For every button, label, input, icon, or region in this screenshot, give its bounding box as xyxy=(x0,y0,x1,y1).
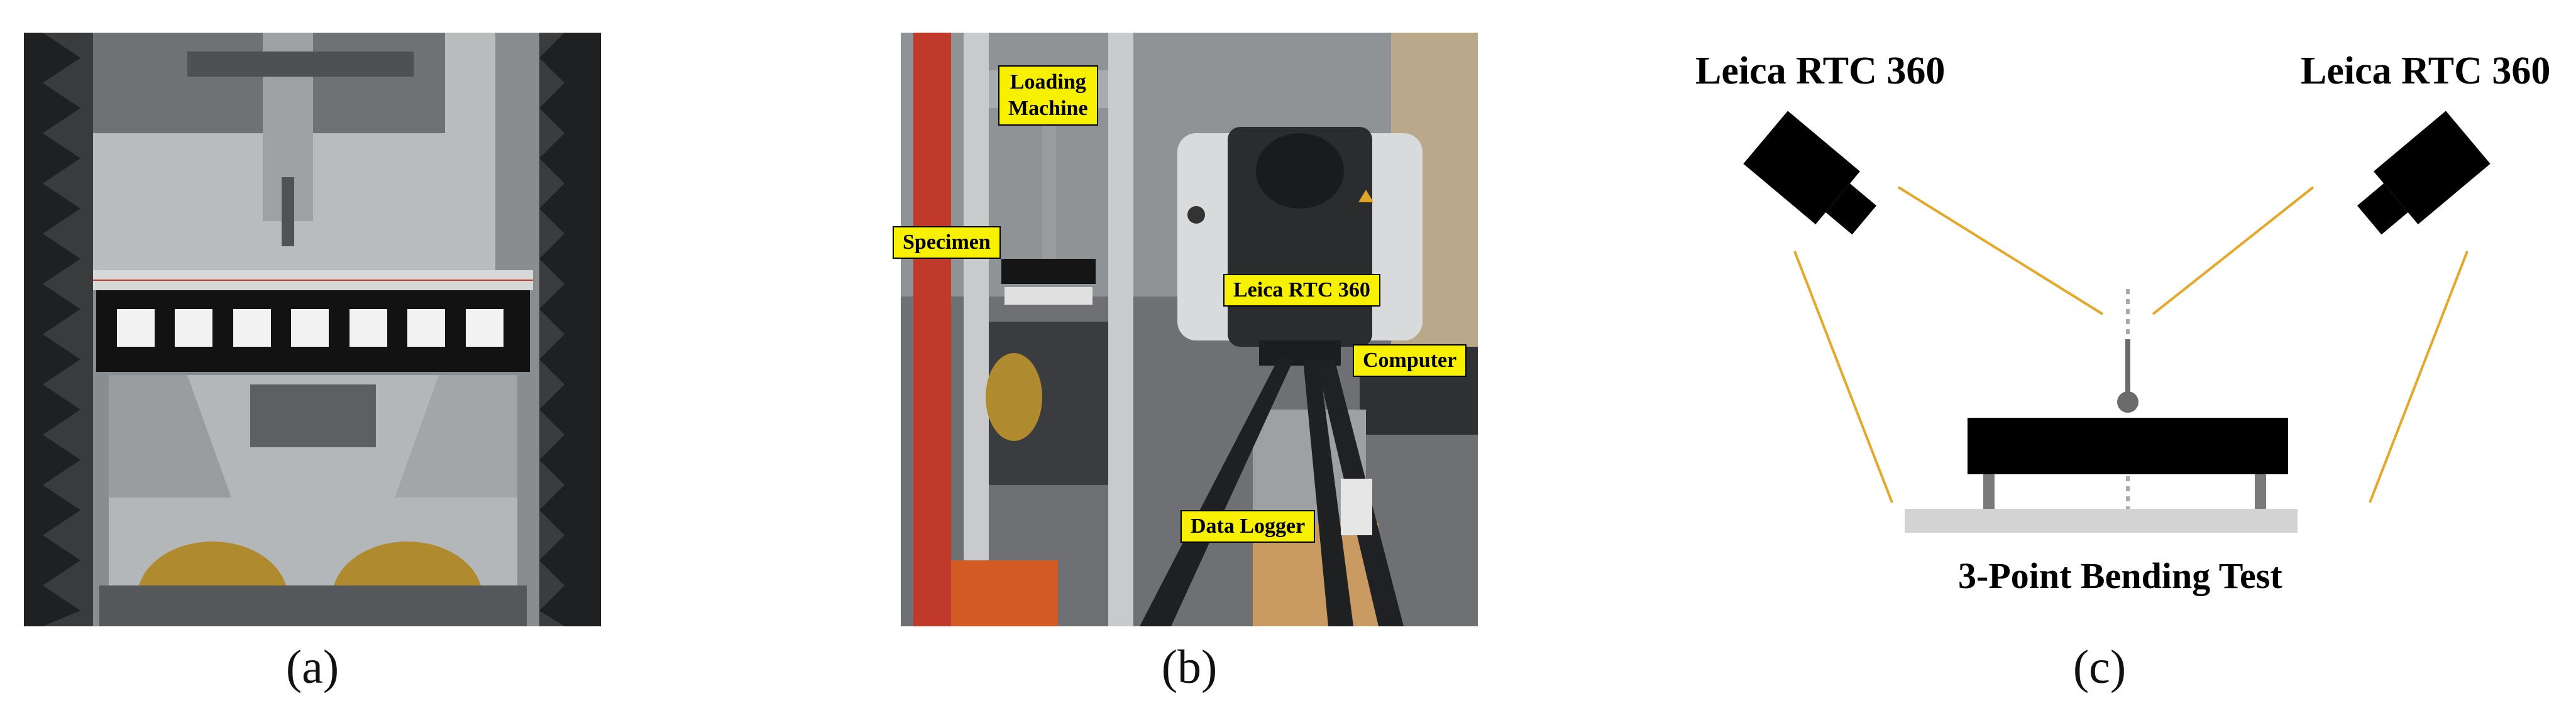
bending-test-schematic xyxy=(1743,111,2491,533)
caption-b: (b) xyxy=(1161,641,1218,694)
label-scanner: Leica RTC 360 xyxy=(1223,274,1380,307)
label-loading-machine: Loading Machine xyxy=(998,65,1098,126)
specimen-setup-illustration xyxy=(24,33,601,626)
label-data-logger: Data Logger xyxy=(1181,510,1316,543)
panel-b: Loading Machine Specimen Leica RTC 360 C… xyxy=(893,33,1478,694)
photo-specimen-setup xyxy=(24,33,601,626)
panel-c: Leica RTC 360 Leica RTC 360 3-Point Bend… xyxy=(1634,0,2576,713)
panel-a: (a) xyxy=(0,0,629,713)
sightline-left-outer xyxy=(1793,251,1893,503)
scanner-left-label: Leica RTC 360 xyxy=(1695,50,1946,92)
load-pin-head xyxy=(2117,391,2138,413)
scanner-right-icon xyxy=(2357,111,2491,235)
scanner-left-icon xyxy=(1743,111,1877,235)
sightline-right-outer xyxy=(2369,251,2469,503)
support-right xyxy=(2255,474,2266,509)
sightline-left-inner xyxy=(1897,186,2104,315)
scanner-right-label: Leica RTC 360 xyxy=(2301,50,2551,92)
load-pin xyxy=(2125,339,2130,396)
support-left xyxy=(1983,474,1995,509)
caption-a: (a) xyxy=(285,641,339,694)
test-label: 3-Point Bending Test xyxy=(1958,555,2282,596)
base-plate xyxy=(1905,509,2298,533)
label-computer: Computer xyxy=(1353,344,1467,377)
caption-c: (c) xyxy=(2072,641,2127,694)
sightline-right-inner xyxy=(2152,186,2315,315)
specimen-beam xyxy=(1968,418,2288,474)
label-specimen: Specimen xyxy=(893,226,1001,259)
